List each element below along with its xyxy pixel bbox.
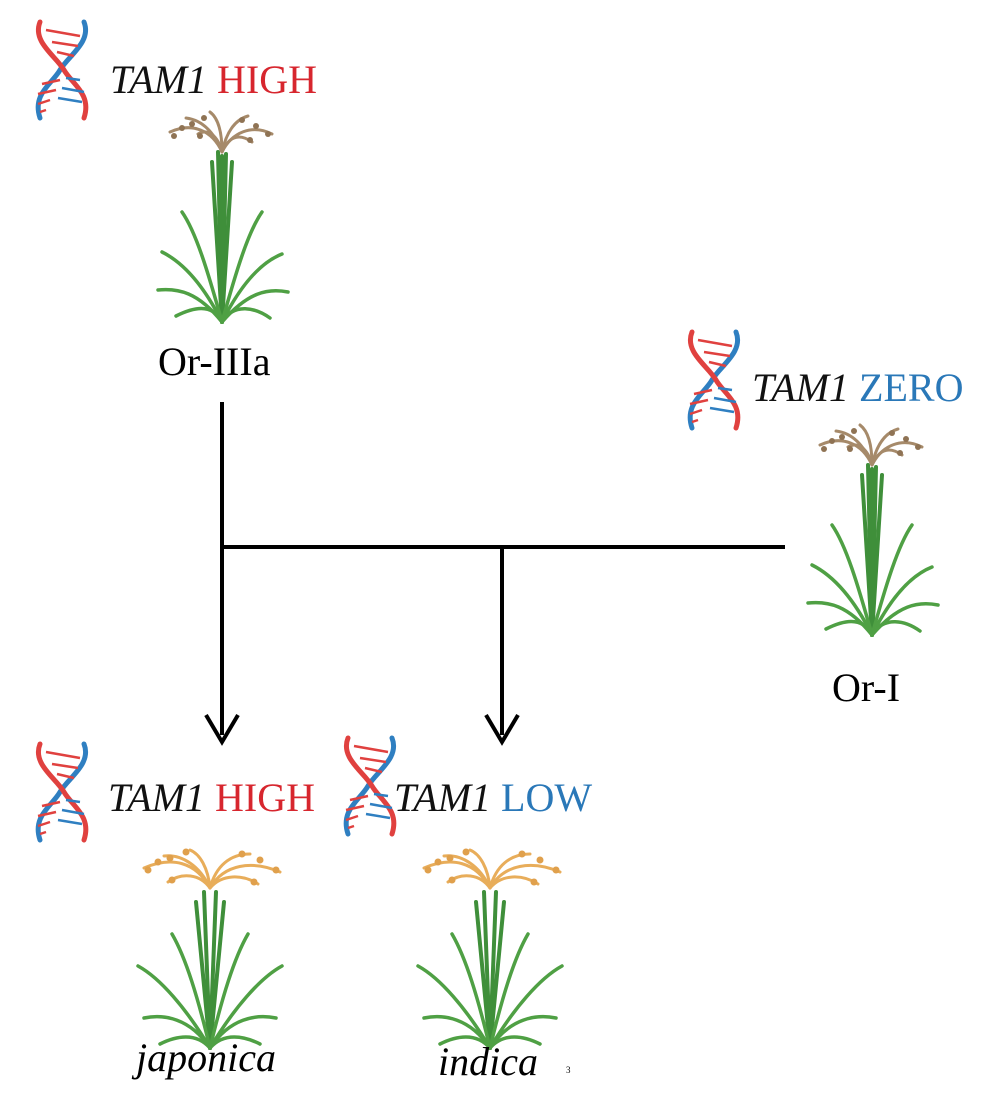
expression-level: ZERO <box>859 365 964 410</box>
dna-helix-icon <box>674 328 754 432</box>
rice-plant-icon <box>136 846 284 1050</box>
gene-name: TAM1 <box>394 775 492 820</box>
expression-level: LOW <box>501 775 593 820</box>
indica-label: indica <box>438 1039 538 1084</box>
gene-name: TAM1 <box>108 775 206 820</box>
rice-plant-icon <box>156 110 290 324</box>
gene-name: TAM1 <box>110 57 208 102</box>
dna-helix-icon <box>22 18 102 122</box>
expression-level: HIGH <box>215 775 316 820</box>
gene-name: TAM1 <box>752 365 850 410</box>
or-i-label: Or-I <box>832 665 901 710</box>
rice-plant-icon <box>416 846 564 1050</box>
or-iiia-label: Or-IIIa <box>158 339 271 384</box>
rice-plant-icon <box>806 423 940 637</box>
expression-level: HIGH <box>217 57 318 102</box>
japonica-arrowhead <box>204 713 240 746</box>
indica-arrowhead <box>484 713 520 746</box>
dna-helix-icon <box>22 740 102 844</box>
footnote-marker: 3 <box>566 1065 571 1075</box>
japonica-label: japonica <box>136 1035 276 1080</box>
